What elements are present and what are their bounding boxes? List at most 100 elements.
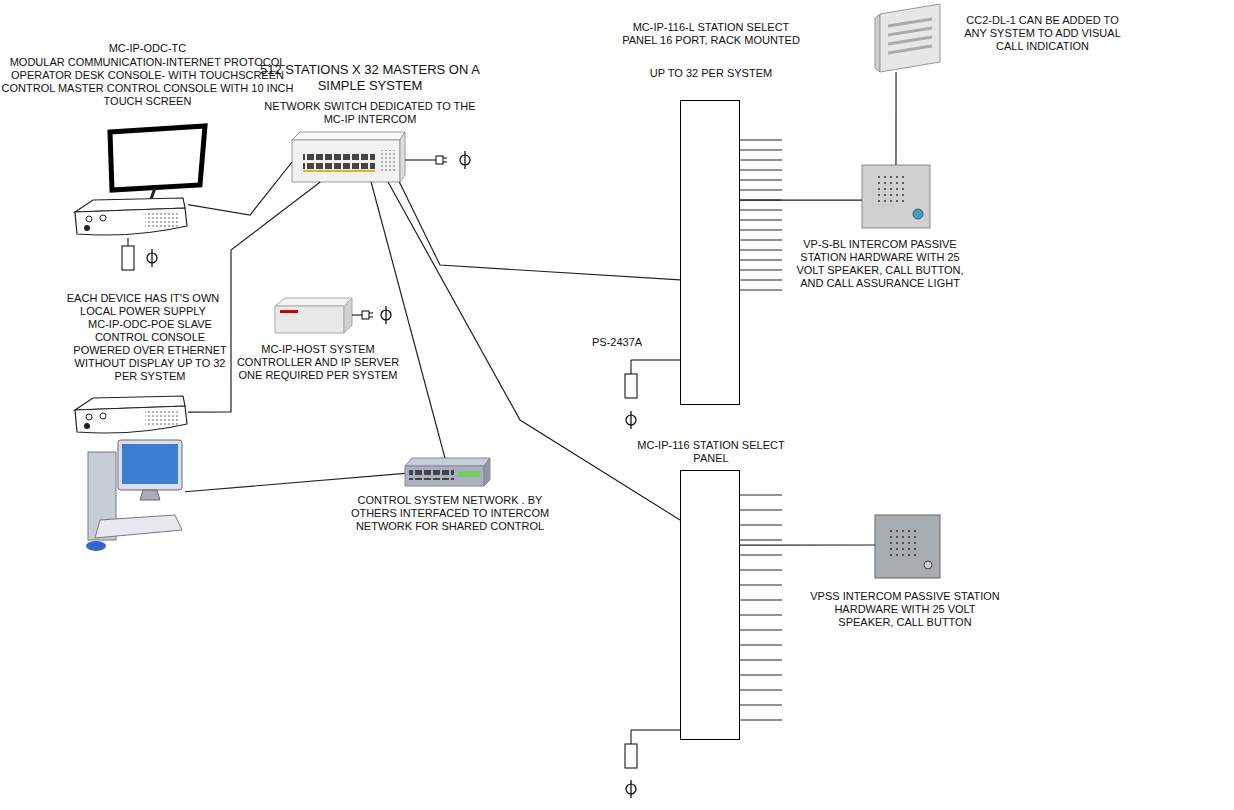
network-switch: [400, 132, 405, 182]
intercom-station: VPSS INTERCOM PASSIVE STATION HARDWARE W…: [875, 515, 940, 578]
intercom-station: [924, 561, 932, 569]
power-supply: [128, 238, 129, 246]
station-wire: [740, 280, 782, 281]
station-wire: [740, 180, 782, 181]
station-wire: [740, 540, 782, 541]
desktop-computer: [86, 440, 182, 551]
network-switch: [292, 132, 405, 182]
station-wire: [740, 690, 782, 691]
station-wire: [740, 675, 782, 676]
power-plug: [443, 158, 447, 159]
part-label: PS-2437A: [592, 336, 672, 349]
host-controller: [275, 298, 352, 333]
power-supply: [122, 238, 157, 270]
poe-console: [75, 396, 187, 433]
station-wire: [740, 260, 782, 261]
light-station: [880, 4, 940, 72]
host-controller: MC-IP-HOST SYSTEM CONTROLLER AND IP SERV…: [275, 298, 352, 333]
station-wire: [740, 570, 782, 571]
connector-layer: [185, 72, 896, 545]
device-label: MC-IP-ODC-TC: [0, 42, 295, 55]
control-network-switch: [484, 458, 490, 486]
device-label: MC-IP-ODC-POE SLAVE CONTROL CONSOLE POWE…: [65, 318, 235, 383]
power-supply: [625, 360, 680, 429]
desktop-computer: [85, 440, 185, 555]
ethernet-cable: [740, 544, 875, 545]
device-label: VP-S-BL INTERCOM PASSIVE STATION HARDWAR…: [790, 238, 970, 290]
power-plug: [405, 160, 436, 161]
station-wire: [740, 705, 782, 706]
power-plug: [460, 151, 470, 169]
intercom-station: [878, 176, 908, 206]
intercom-station: [875, 515, 940, 578]
device-label: MC-IP-HOST SYSTEM CONTROLLER AND IP SERV…: [233, 343, 403, 382]
light-station: [888, 28, 932, 35]
touchscreen-console: [110, 126, 205, 190]
ethernet-cable: [185, 473, 405, 491]
network-switch: [380, 150, 396, 172]
ethernet-cable: [388, 182, 680, 520]
power-plug: [352, 315, 362, 316]
control-network-switch: [458, 471, 480, 477]
power-plug: [443, 162, 447, 163]
intercom-station: [862, 165, 930, 228]
ethernet-cable: [895, 72, 896, 165]
power-plug: [436, 156, 443, 164]
network-switch: [303, 170, 375, 172]
station-wire: [740, 150, 782, 151]
station-wire: [740, 720, 782, 721]
host-controller: [275, 298, 352, 306]
station-wire: [740, 525, 782, 526]
note-label: EACH DEVICE HAS IT'S OWN LOCAL POWER SUP…: [58, 292, 228, 318]
light-station: [875, 14, 880, 72]
intercom-station: [862, 165, 930, 228]
device-label: MC-IP-116-L STATION SELECT PANEL 16 PORT…: [621, 21, 801, 47]
desktop-computer: [140, 490, 160, 500]
power-supply: [626, 780, 636, 798]
power-supply: [631, 730, 680, 731]
station-wire: [740, 630, 782, 631]
station-wire: [740, 510, 782, 511]
network-switch: [303, 151, 375, 169]
station-wire: [740, 290, 782, 291]
power-supply: [625, 744, 637, 768]
control-network-switch: [405, 458, 490, 466]
power-supply: [625, 374, 637, 398]
host-controller: [344, 298, 352, 333]
power-plug: [405, 151, 470, 169]
device-label: VPSS INTERCOM PASSIVE STATION HARDWARE W…: [810, 590, 1000, 629]
light-station: [888, 37, 932, 44]
device-note: MODULAR COMMUNICATION-INTERNET PROTOCOL …: [0, 56, 295, 108]
power-supply: [122, 246, 134, 270]
light-station: [888, 46, 932, 53]
network-switch: [292, 132, 405, 140]
station-wire: [740, 250, 782, 251]
light-station: [875, 4, 940, 72]
power-plug: [369, 317, 373, 318]
device-label: CC2-DL-1 CAN BE ADDED TO ANY SYSTEM TO A…: [955, 14, 1130, 53]
desktop-computer: [86, 541, 106, 551]
intercom-station: [875, 515, 940, 578]
station-wire: [740, 555, 782, 556]
station-wire: [740, 190, 782, 191]
control-network-switch: [405, 458, 490, 486]
ethernet-cable: [371, 182, 445, 458]
power-plug: [369, 313, 373, 314]
device-note: UP TO 32 PER SYSTEM: [621, 67, 801, 80]
power-supply: [631, 730, 632, 744]
ethernet-cable: [188, 162, 292, 215]
station-wire: [740, 240, 782, 241]
station-wire: [740, 600, 782, 601]
station-wire: [740, 140, 782, 720]
ethernet-cable: [399, 182, 680, 280]
power-supply: [147, 249, 157, 267]
light-station: CC2-DL-1 CAN BE ADDED TO ANY SYSTEM TO A…: [875, 4, 948, 72]
power-supply: [631, 360, 632, 374]
light-station: [888, 19, 932, 26]
station-wire: [740, 230, 782, 231]
desktop-computer: [95, 515, 182, 538]
station-wire: [740, 270, 782, 271]
network-switch: NETWORK SWITCH DEDICATED TO THE MC-IP IN…: [292, 132, 405, 182]
